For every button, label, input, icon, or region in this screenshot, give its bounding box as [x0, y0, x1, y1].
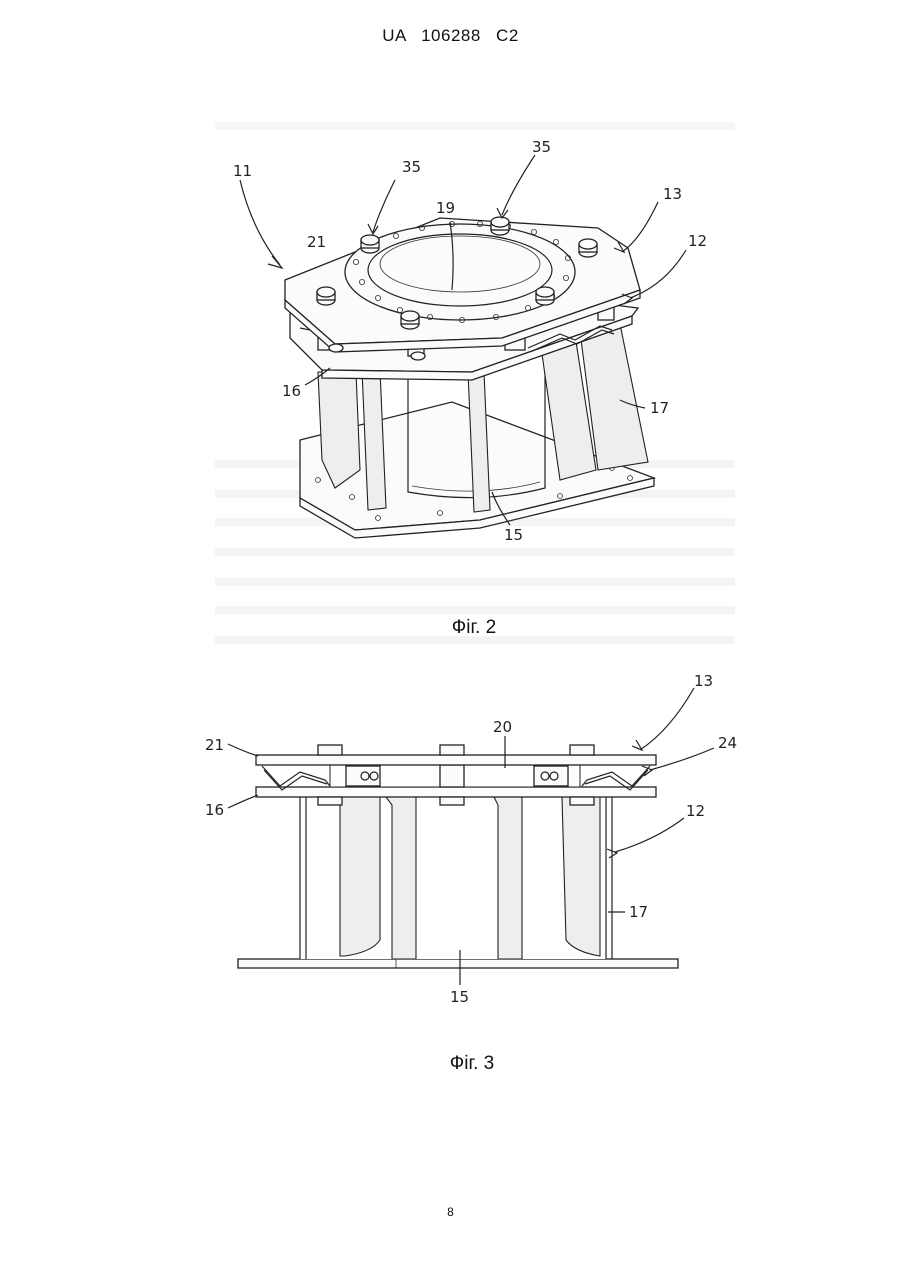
label-21: 21: [307, 233, 326, 251]
label-15: 15: [504, 526, 523, 544]
label-20: 20: [493, 718, 512, 736]
base-plate-15-side: [238, 959, 678, 968]
lower-plate-16-side: [256, 787, 656, 797]
bolt: [411, 352, 425, 360]
bolt: [536, 287, 554, 305]
bolt: [579, 239, 597, 257]
bolt: [329, 344, 343, 352]
label-12: 12: [688, 232, 707, 250]
figure-2-caption: Фіг. 2: [414, 617, 534, 639]
bolt: [317, 287, 335, 305]
label-16-fig3: 16: [205, 801, 224, 819]
label-35-right: 35: [532, 138, 551, 156]
figure-2-drawing: 11 35 35 19 13 21 12 16 17 15: [0, 0, 901, 660]
page-number: 8: [0, 1205, 901, 1219]
figure-3-caption: Фіг. 3: [412, 1053, 532, 1075]
leader-lines-fig3: [228, 688, 714, 985]
ribs-17-side: [300, 797, 612, 959]
label-13: 13: [663, 185, 682, 203]
bolt: [361, 235, 379, 253]
bolt: [401, 311, 419, 329]
label-11: 11: [233, 162, 252, 180]
label-17: 17: [650, 399, 669, 417]
label-21-fig3: 21: [205, 736, 224, 754]
label-13-fig3: 13: [694, 672, 713, 690]
label-12-fig3: 12: [686, 802, 705, 820]
bolts-side: [318, 745, 594, 805]
label-24: 24: [718, 734, 737, 752]
clamps-24-side: [262, 765, 650, 790]
label-17-fig3: 17: [629, 903, 648, 921]
label-19: 19: [436, 199, 455, 217]
label-16: 16: [282, 382, 301, 400]
top-plate-21-side: [256, 755, 656, 765]
bolt: [491, 217, 509, 235]
label-15-fig3: 15: [450, 988, 469, 1006]
label-35-left: 35: [402, 158, 421, 176]
